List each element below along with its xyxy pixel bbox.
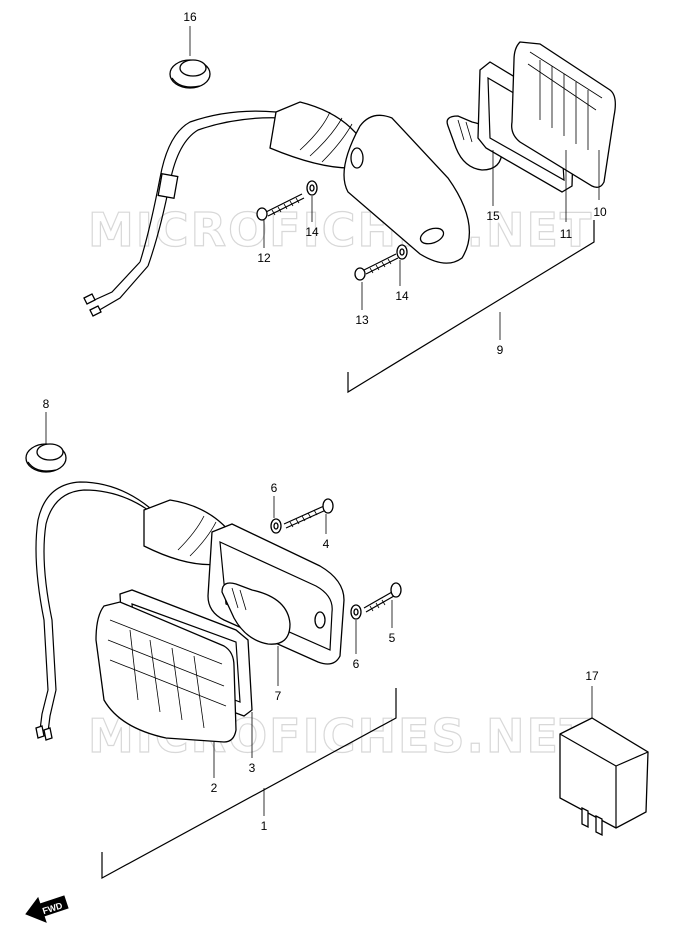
callout-4: 4 [323, 537, 330, 551]
lens-10 [511, 41, 616, 188]
callout-6a: 6 [271, 481, 278, 495]
screw-5 [363, 582, 402, 613]
callout-14b: 14 [395, 289, 409, 303]
callout-10: 10 [593, 205, 607, 219]
callout-15: 15 [486, 209, 500, 223]
relay-17 [559, 717, 649, 837]
callout-1: 1 [261, 819, 268, 833]
grommet-8 [25, 443, 67, 473]
turn-signal-housing-bottom [207, 523, 345, 665]
turn-signal-housing-top [343, 114, 471, 264]
callout-14a: 14 [305, 225, 319, 239]
wire-harness-top [83, 110, 284, 317]
watermark-top: MICROFICHES.NET [88, 203, 593, 257]
callout-5: 5 [389, 631, 396, 645]
fwd-arrow-icon: FWD [25, 895, 69, 923]
bracket-9 [347, 220, 595, 394]
callout-11: 11 [560, 227, 573, 241]
callout-3: 3 [249, 761, 256, 775]
callout-7: 7 [275, 689, 282, 703]
grommet-16 [169, 59, 211, 89]
callout-13: 13 [355, 313, 369, 327]
screw-12 [256, 193, 305, 221]
leader-lines [45, 26, 600, 816]
bottom-turn-signal-assembly [25, 443, 402, 880]
bulb-7 [221, 582, 291, 645]
callout-12: 12 [257, 251, 271, 265]
callout-17: 17 [585, 669, 599, 683]
callout-numbers: 16 15 10 11 12 14 14 13 9 8 6 4 5 6 7 3 … [43, 10, 607, 833]
callout-6b: 6 [353, 657, 360, 671]
screw-4 [283, 498, 334, 529]
callout-8: 8 [43, 397, 50, 411]
bracket-1 [101, 688, 397, 880]
callout-16: 16 [183, 10, 197, 24]
callout-2: 2 [211, 781, 218, 795]
screw-13 [354, 253, 399, 281]
top-turn-signal-assembly [83, 41, 616, 394]
wire-harness-bottom [35, 481, 157, 741]
callout-9: 9 [497, 343, 504, 357]
lens-2 [95, 601, 237, 743]
